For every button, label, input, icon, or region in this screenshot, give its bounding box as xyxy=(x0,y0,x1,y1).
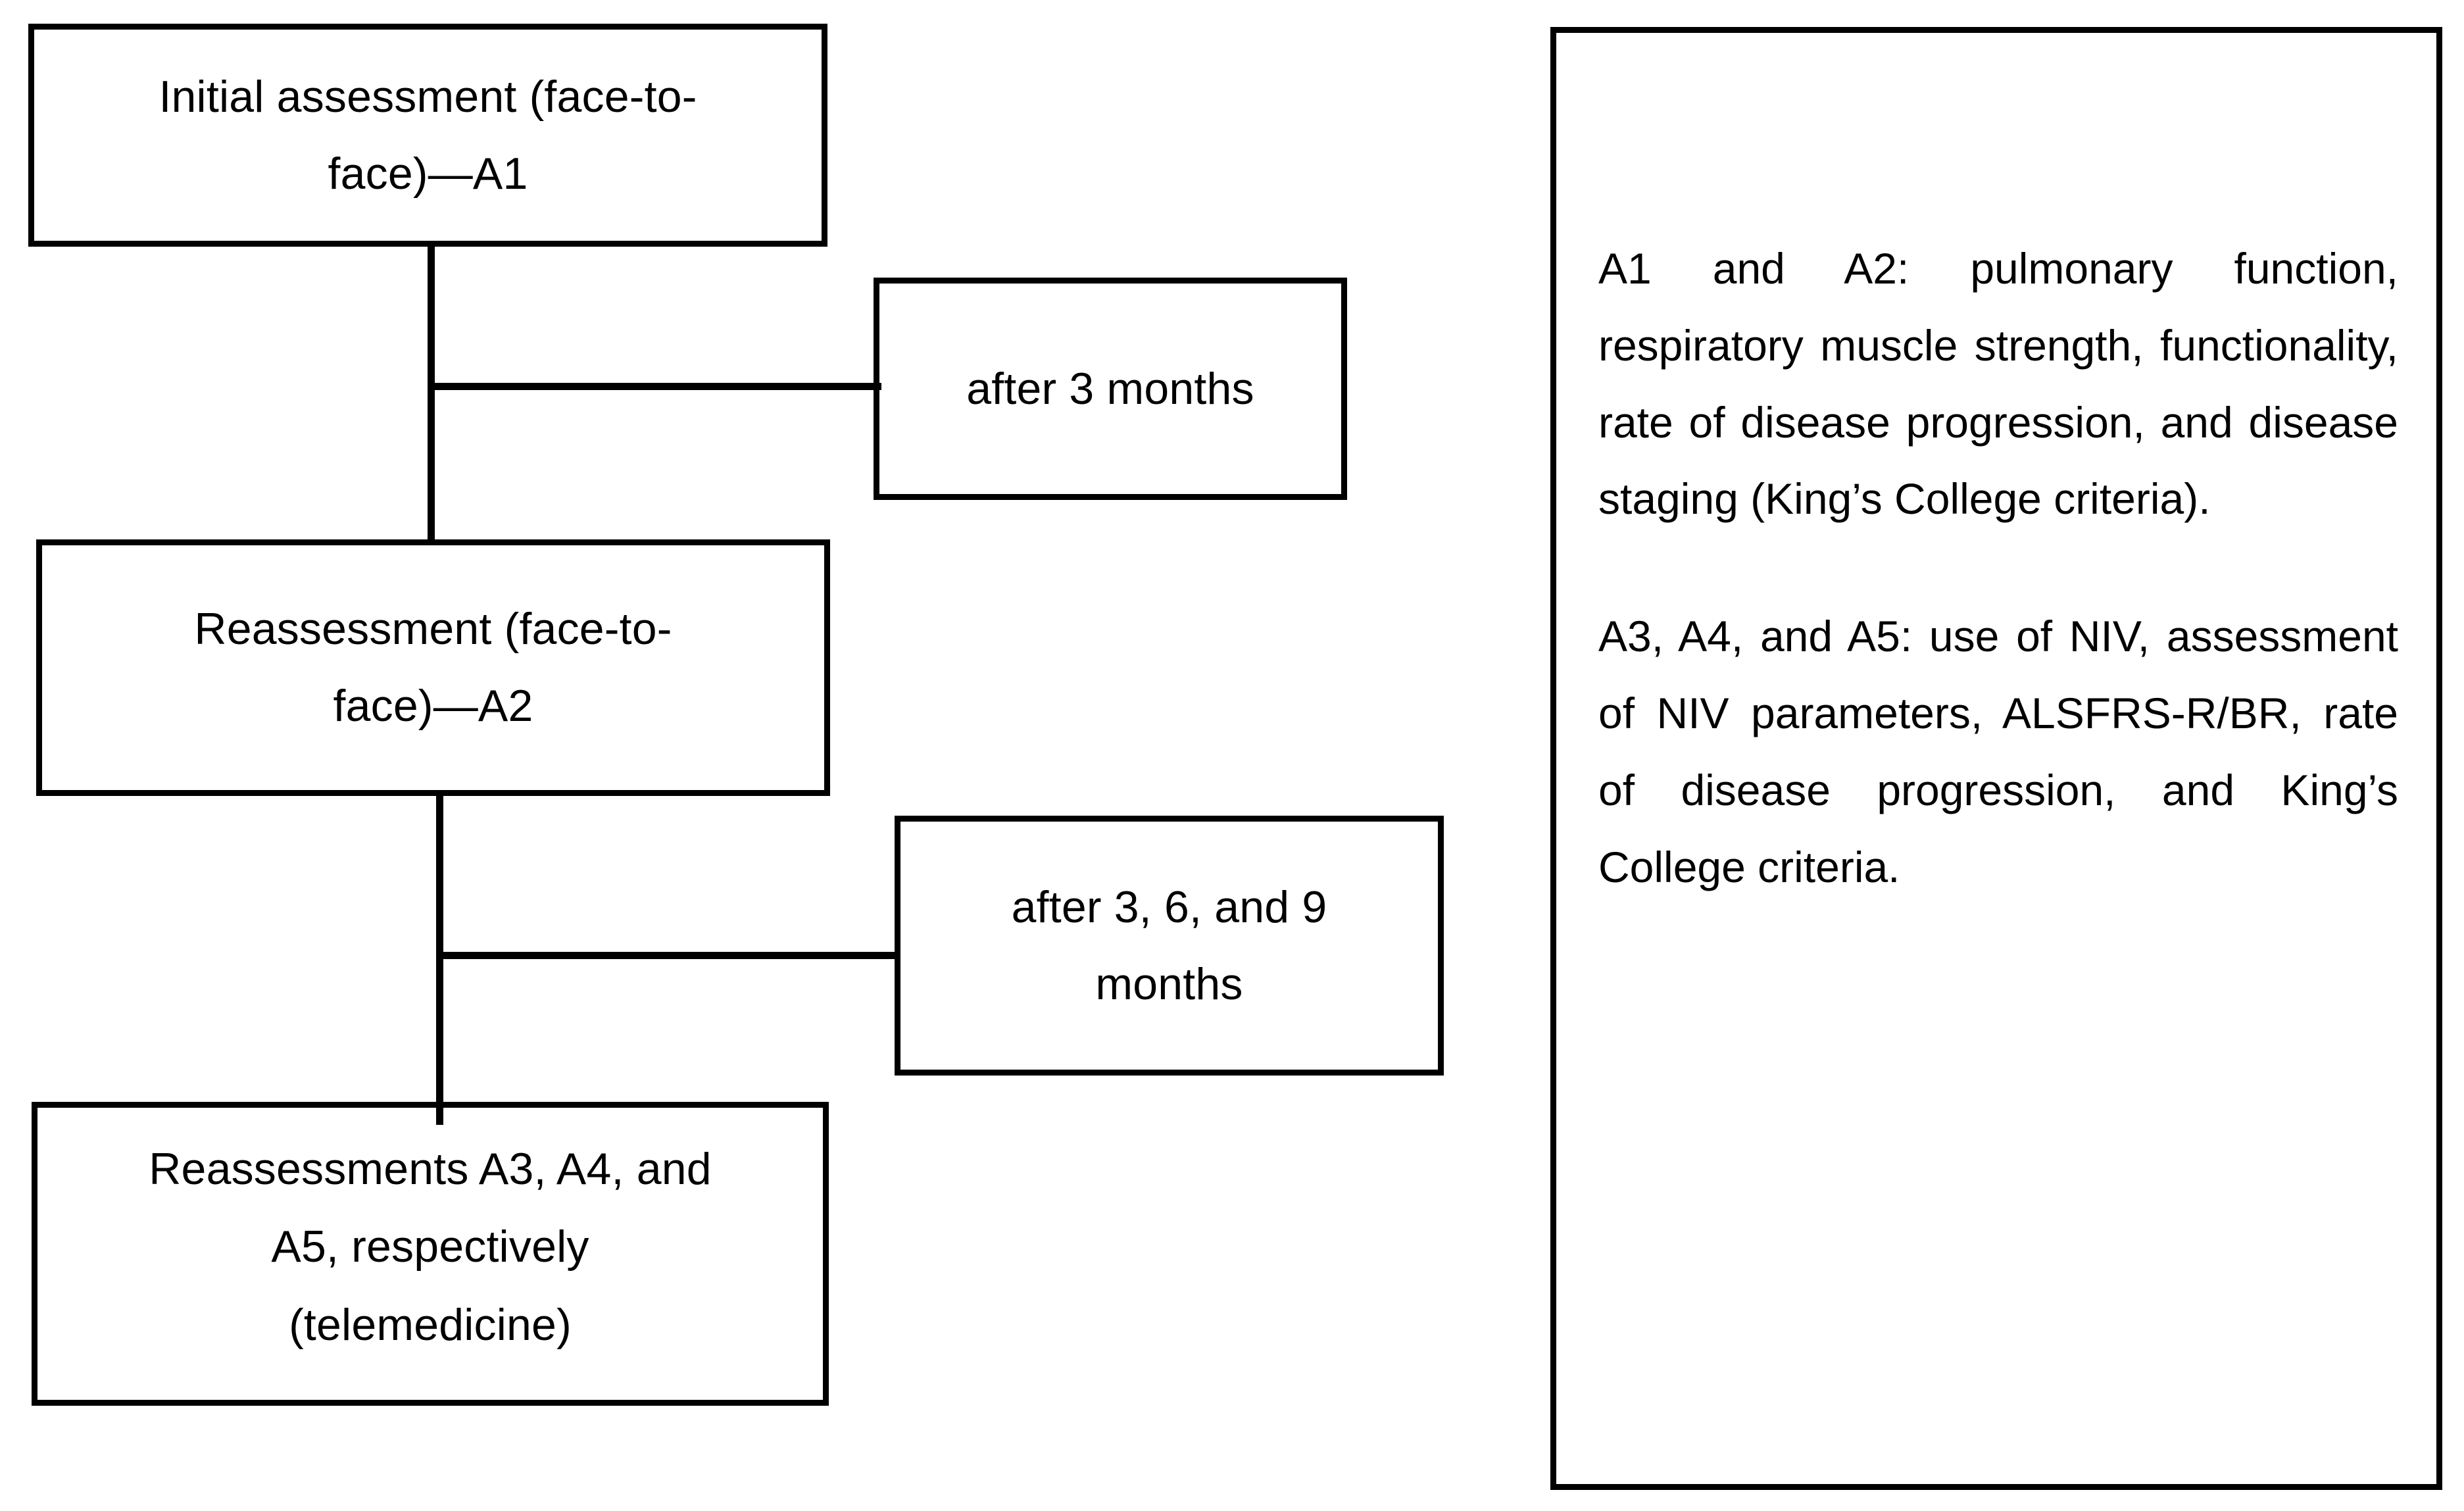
flow-node-initial-assessment-label: Initial assessment (face-to- face)—A1 xyxy=(159,71,697,199)
flow-node-reassessment-label: Reassessment (face-to- face)—A2 xyxy=(194,604,672,731)
flow-node-after-3-months-label: after 3 months xyxy=(966,363,1254,414)
flow-node-after-3-6-9-months: after 3, 6, and 9 months xyxy=(895,816,1444,1076)
flow-node-initial-assessment: Initial assessment (face-to- face)—A1 xyxy=(28,24,827,247)
connector-reassessment-to-after-3-6-9-months xyxy=(436,952,900,959)
legend-panel: A1 and A2: pulmonary function, respirato… xyxy=(1550,27,2442,1490)
connector-initial-assessment-to-after-3-months xyxy=(428,383,881,390)
flow-node-reassessment: Reassessment (face-to- face)—A2 xyxy=(36,539,830,796)
legend-paragraph-a3-a4-a5: A3, A4, and A5: use of NIV, assessment o… xyxy=(1598,612,2398,891)
flow-node-after-3-6-9-months-label: after 3, 6, and 9 months xyxy=(1011,881,1327,1009)
flow-node-after-3-months: after 3 months xyxy=(874,278,1347,500)
legend-paragraph-a1-a2: A1 and A2: pulmonary function, respirato… xyxy=(1598,244,2398,524)
flow-node-reassessments-telemedicine: Reassessments A3, A4, and A5, respective… xyxy=(32,1102,829,1406)
flow-node-reassessments-telemedicine-label: Reassessments A3, A4, and A5, respective… xyxy=(149,1144,712,1350)
connector-initial-assessment-to-reassessment xyxy=(428,243,435,543)
